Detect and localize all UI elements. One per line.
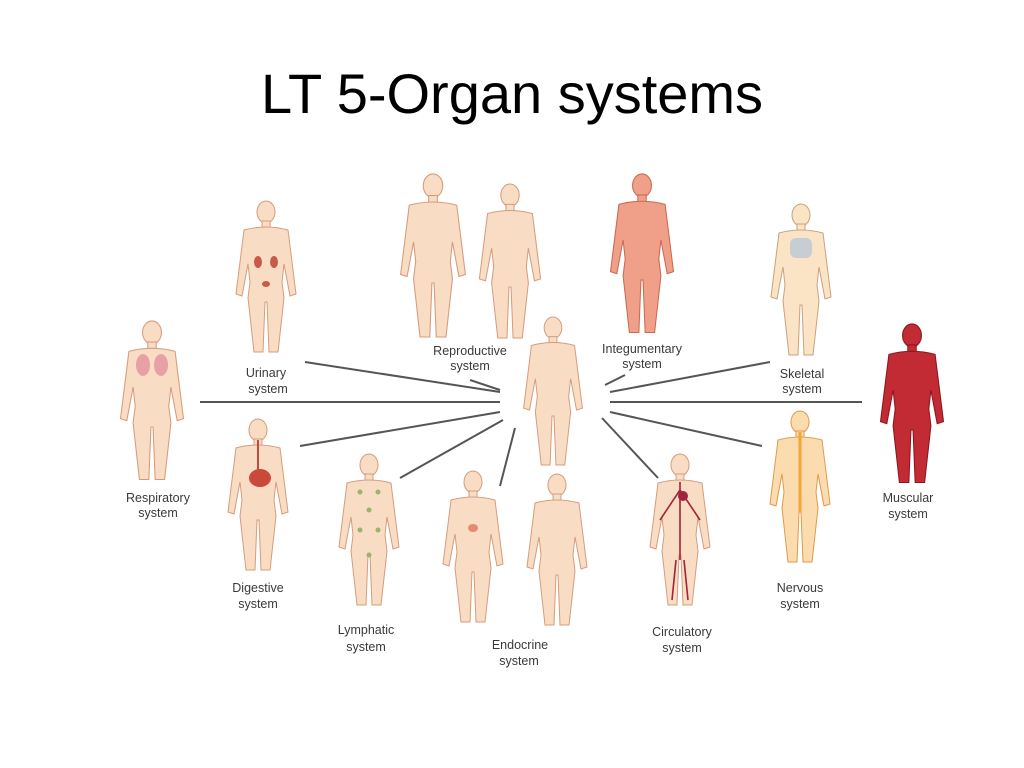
respiratory-figure <box>119 320 185 481</box>
circulatory-heart <box>678 491 688 501</box>
endocrine-label-line2: system <box>499 654 539 668</box>
connector-digestive <box>299 411 501 447</box>
reproductive-figure-male <box>400 173 466 338</box>
connector-urinary <box>304 361 501 393</box>
muscular-figure <box>879 323 945 484</box>
endocrine-figure-female <box>526 473 588 626</box>
slide-title: LT 5-Organ systems <box>260 62 764 125</box>
connector-circulatory <box>601 417 659 479</box>
endocrine-label-line1: Endocrine <box>492 638 548 652</box>
integumentary-figure <box>609 173 675 334</box>
urinary-kidney-left <box>254 256 262 268</box>
skeletal-label-line1: Skeletal <box>780 367 824 381</box>
lymphatic-nodes <box>357 489 381 558</box>
urinary-bladder <box>262 281 270 287</box>
connector-nervous <box>609 411 763 447</box>
connector-reproductive <box>469 379 501 391</box>
nervous-label-line1: Nervous <box>777 581 824 595</box>
nervous-label-line2: system <box>780 597 820 611</box>
skeletal-figure <box>770 203 832 356</box>
urinary-label-line1: Urinary <box>246 366 287 380</box>
respiratory-lung-left <box>136 354 150 376</box>
urinary-kidney-right <box>270 256 278 268</box>
circulatory-label-line1: Circulatory <box>652 625 712 639</box>
digestive-label-line2: system <box>238 597 278 611</box>
endocrine-gland <box>468 524 478 532</box>
connector-endocrine <box>499 427 516 487</box>
respiratory-label-line2: system <box>138 506 178 520</box>
endocrine-figure-male <box>442 470 504 623</box>
connector-lymphatic <box>399 419 504 479</box>
lymphatic-label-line2: system <box>346 640 386 654</box>
connector-integumentary <box>604 374 626 386</box>
skeletal-label-line2: system <box>782 382 822 396</box>
connector-skeletal <box>609 361 771 393</box>
skeletal-ribcage <box>790 238 812 258</box>
urinary-figure <box>235 200 297 353</box>
digestive-stomach <box>249 469 271 487</box>
digestive-label-line1: Digestive <box>232 581 283 595</box>
reproductive-label-line1: Reproductive <box>433 344 507 358</box>
lymphatic-label-line1: Lymphatic <box>338 623 395 637</box>
lymphatic-figure <box>338 453 400 606</box>
integumentary-label-line2: system <box>622 357 662 371</box>
connector-lines <box>200 361 862 487</box>
reproductive-label-line2: system <box>450 359 490 373</box>
urinary-label-line2: system <box>248 382 288 396</box>
circulatory-vessels <box>659 482 701 601</box>
central-body-figure <box>523 316 583 466</box>
muscular-label-line1: Muscular <box>883 491 934 505</box>
respiratory-label-line1: Respiratory <box>126 491 191 505</box>
integumentary-label-line1: Integumentary <box>602 342 683 356</box>
reproductive-figure-female <box>478 183 542 339</box>
circulatory-label-line2: system <box>662 641 702 655</box>
muscular-label-line2: system <box>888 507 928 521</box>
respiratory-lung-right <box>154 354 168 376</box>
